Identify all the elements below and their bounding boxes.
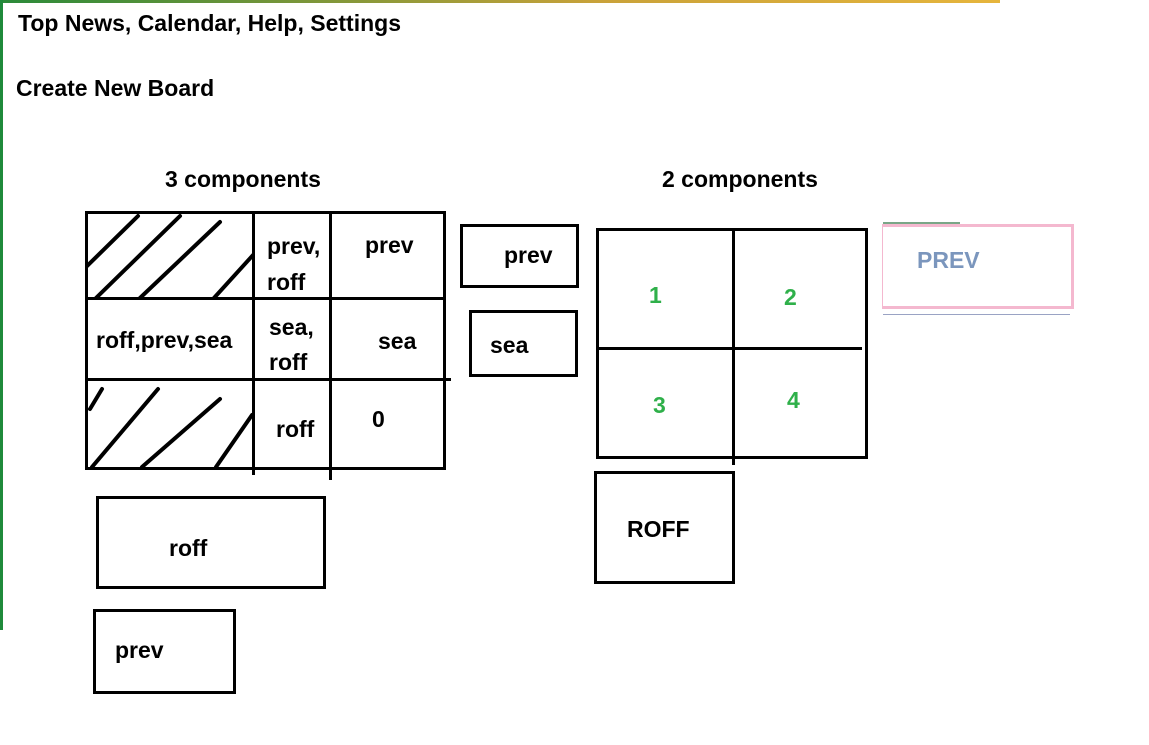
quadrant-3[interactable]: 3 [653,392,666,418]
cell-sea-roff[interactable]: sea, roff [269,314,314,375]
prev-button-pink-topline [883,222,960,224]
cell-roff-prev-sea[interactable]: roff,prev,sea [96,329,233,352]
cell-zero: 0 [372,406,385,432]
section-title-2-components: 2 components [662,166,818,192]
section-title-3-components: 3 components [165,166,321,192]
quadrant-4[interactable]: 4 [787,387,800,413]
quad-divider-h [596,347,862,350]
left-border-line [0,0,3,630]
cell-prev[interactable]: prev [365,232,414,258]
roff-button-bottom[interactable] [96,496,326,589]
top-border-line [0,0,1000,3]
prev-button-bottom-label: prev [115,637,164,663]
grid-outer-border [85,211,446,470]
grid-divider-h2 [85,378,451,381]
quadrant-1[interactable]: 1 [649,282,662,308]
cell-roff[interactable]: roff [276,416,315,442]
roff-button-bottom-label: roff [169,535,208,561]
prev-button-pink[interactable] [882,224,1074,309]
roff-button-right[interactable] [594,471,735,584]
grid-divider-h1 [85,297,446,300]
hatched-cell-bottom [88,381,252,467]
sea-button-side[interactable] [469,310,578,377]
hatched-cell-top [88,214,252,297]
prev-button-side-label: prev [504,242,553,268]
sea-button-side-label: sea [490,332,529,358]
cell-sea[interactable]: sea [378,328,417,354]
grid-divider-v2 [329,211,332,480]
quadrant-2[interactable]: 2 [784,284,797,310]
prev-button-bottom[interactable] [93,609,236,694]
create-new-board-link[interactable]: Create New Board [16,75,215,101]
cell-prev-roff[interactable]: prev, roff [267,233,321,295]
prev-button-pink-label: PREV [917,247,980,273]
quad-divider-v [732,228,735,465]
prev-button-pink-underline [883,314,1070,315]
roff-button-right-label: ROFF [627,516,690,542]
prev-button-side[interactable] [460,224,579,288]
top-nav-links[interactable]: Top News, Calendar, Help, Settings [18,10,401,36]
grid-divider-v1 [252,211,255,475]
